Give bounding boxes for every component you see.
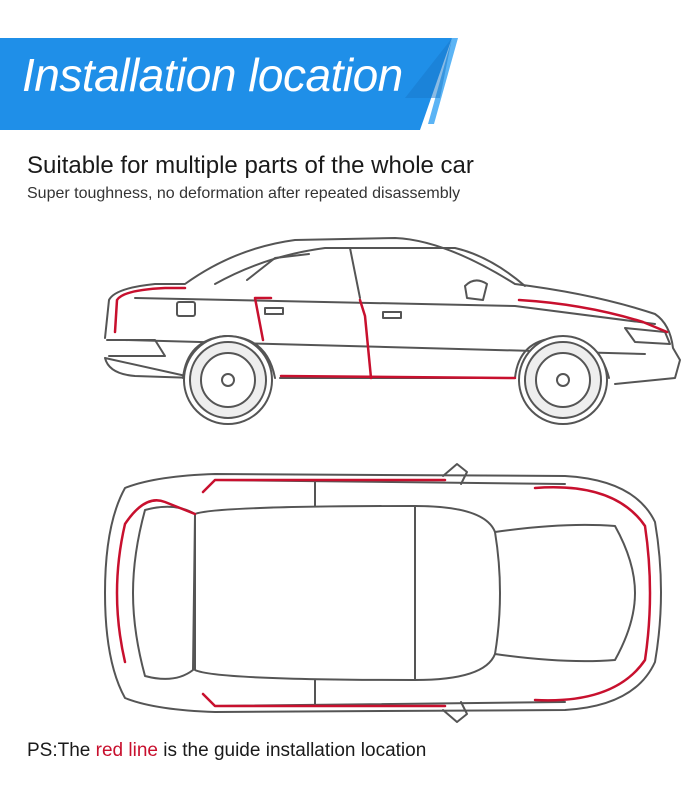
note-suffix: is the guide installation location <box>157 740 427 761</box>
guide-lines-side <box>113 286 669 380</box>
subline: Super toughness, no deformation after re… <box>27 185 461 202</box>
car-side-view <box>104 237 681 425</box>
note-prefix: PS:The <box>27 740 96 761</box>
guide-note: PS:The red line is the guide installatio… <box>27 740 426 762</box>
front-wheel <box>518 335 608 425</box>
car-top-view <box>104 463 662 723</box>
guide-lines-top <box>115 478 652 708</box>
car-top-outline <box>104 463 662 723</box>
note-highlight: red line <box>95 740 158 761</box>
banner-background <box>0 38 458 130</box>
rear-wheel <box>183 335 273 425</box>
headline: Suitable for multiple parts of the whole… <box>27 152 474 179</box>
banner-title: Installation location <box>22 49 403 101</box>
title-banner <box>0 38 683 130</box>
